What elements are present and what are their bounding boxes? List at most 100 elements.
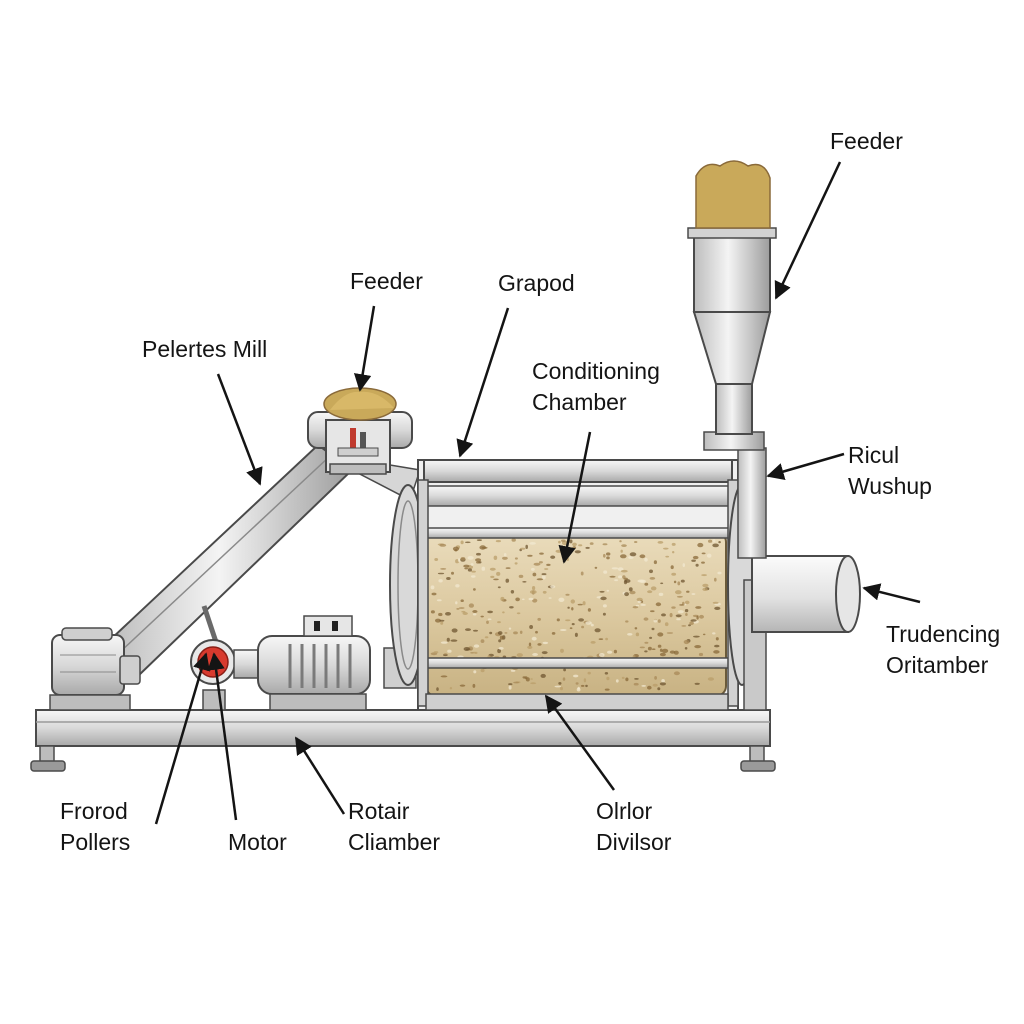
grain-speck — [518, 574, 524, 579]
grain-speck — [530, 682, 537, 685]
grain-speck — [589, 542, 594, 545]
grain-speck — [532, 653, 538, 656]
grain-speck — [627, 633, 633, 636]
grain-speck — [560, 552, 565, 555]
grain-speck — [480, 639, 485, 643]
grain-speck — [471, 570, 476, 573]
base-frame — [30, 709, 776, 772]
grain-speck — [594, 628, 601, 633]
grain-speck — [500, 596, 505, 602]
grain-speck — [502, 556, 508, 560]
grain-speck — [671, 606, 676, 609]
grain-speck — [516, 612, 521, 615]
grain-speck — [620, 554, 627, 559]
grain-speck — [680, 579, 685, 583]
grain-speck — [480, 668, 485, 673]
grain-speck — [614, 579, 619, 582]
grain-speck — [531, 567, 535, 571]
grain-speck — [503, 553, 507, 557]
grain-speck — [696, 615, 699, 620]
grain-speck — [569, 627, 573, 630]
grain-speck — [590, 641, 596, 644]
grain-speck — [701, 552, 706, 555]
grain-speck — [446, 577, 451, 580]
grain-speck — [640, 603, 646, 606]
grain-speck — [437, 572, 445, 575]
grain-speck — [473, 670, 477, 674]
grain-speck — [681, 625, 687, 627]
grain-speck — [558, 682, 562, 685]
grain-speck — [464, 541, 471, 544]
grain-speck — [637, 579, 645, 583]
grain-speck — [445, 612, 451, 616]
grain-speck — [649, 636, 653, 640]
grain-speck — [476, 561, 480, 564]
grain-speck — [619, 540, 622, 543]
label-pelletes-mill: Pelertes Mill — [142, 336, 268, 362]
grain-speck — [555, 549, 563, 553]
grain-speck — [431, 592, 437, 596]
grain-speck — [560, 686, 563, 691]
grain-speck — [633, 682, 639, 686]
grain-speck — [576, 687, 581, 692]
grain-speck — [661, 613, 666, 617]
label-ricul-line1: Ricul — [848, 442, 900, 468]
grain-speck — [524, 676, 528, 680]
grain-speck — [671, 542, 676, 546]
arrow-feeder-top — [774, 161, 842, 300]
gearbox — [49, 627, 141, 711]
grain-speck — [529, 590, 537, 594]
grain-speck — [476, 552, 481, 556]
grain-speck — [657, 644, 662, 648]
grain-speck — [498, 647, 504, 650]
grain-speck — [587, 608, 592, 612]
red-pulley — [190, 639, 236, 711]
grain-speck — [462, 612, 468, 615]
label-feeder-mid: Feeder — [350, 268, 423, 294]
grain-speck — [430, 610, 435, 614]
grain-speck — [712, 539, 716, 543]
grain-speck — [541, 575, 546, 580]
grain-speck — [585, 621, 592, 625]
grain-speck — [675, 590, 682, 595]
grain-speck — [644, 582, 649, 586]
grain-speck — [620, 569, 628, 573]
grain-speck — [594, 566, 598, 569]
grain-speck — [467, 556, 474, 560]
grain-speck — [532, 586, 536, 591]
grain-speck — [575, 682, 579, 685]
grain-speck — [481, 546, 488, 549]
grain-speck — [713, 650, 720, 654]
grain-speck — [440, 641, 448, 644]
grain-speck — [463, 647, 470, 651]
grain-speck — [676, 618, 681, 621]
grain-speck — [456, 608, 460, 610]
grain-speck — [519, 630, 523, 634]
arrow-frorod — [154, 652, 210, 825]
grain-speck — [702, 583, 709, 588]
grain-speck — [666, 632, 674, 634]
grain-speck — [677, 610, 684, 614]
grain-speck — [675, 614, 682, 618]
grain-speck — [502, 611, 505, 614]
grain-speck — [669, 650, 676, 654]
grain-speck — [580, 684, 585, 687]
grain-speck — [712, 632, 716, 635]
grain-speck — [493, 578, 499, 581]
grain-speck — [660, 582, 664, 585]
arrow-pelletes-mill — [216, 373, 263, 486]
grain-speck — [556, 618, 560, 622]
grain-speck — [669, 613, 673, 618]
grain-speck — [613, 649, 618, 654]
grain-speck — [658, 592, 664, 597]
grain-speck — [508, 683, 513, 686]
grain-speck — [707, 677, 715, 681]
grain-speck — [510, 669, 516, 672]
grain-speck — [657, 541, 664, 544]
grain-speck — [598, 638, 604, 640]
grain-speck — [602, 543, 608, 546]
grain-speck — [460, 599, 464, 602]
grain-speck — [685, 613, 688, 616]
grain-speck — [644, 650, 648, 653]
